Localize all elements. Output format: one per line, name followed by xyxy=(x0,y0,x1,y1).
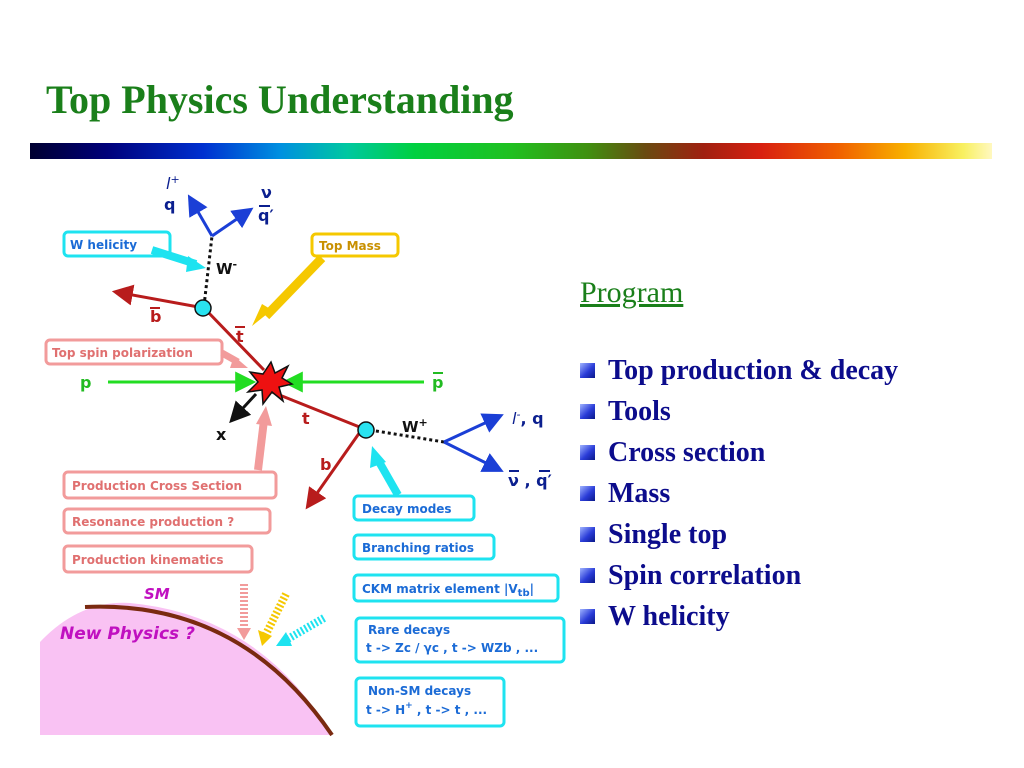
label-nu-top: ν xyxy=(261,183,272,202)
tbar-line xyxy=(204,308,266,372)
production-kinematics-box: Production kinematics xyxy=(62,544,254,574)
decay-modes-arrow xyxy=(374,458,402,497)
square-bullet-icon xyxy=(580,568,595,583)
svg-text:Production Cross Section: Production Cross Section xyxy=(72,479,242,493)
t-decay-vertex xyxy=(357,421,375,439)
label-nubar-qbar-prime: ν , q′ xyxy=(508,471,552,490)
nu-q-line xyxy=(211,207,254,238)
b-line xyxy=(305,431,362,510)
svg-text:Top Mass: Top Mass xyxy=(319,239,381,253)
list-item: Tools xyxy=(580,391,1000,432)
square-bullet-icon xyxy=(580,404,595,419)
program-panel: Program Top production & decay Tools Cro… xyxy=(580,276,1000,637)
svg-text:Production kinematics: Production kinematics xyxy=(72,553,224,567)
label-qbar-prime-top: q′ xyxy=(258,206,274,225)
branching-ratios-box: Branching ratios xyxy=(352,533,496,561)
program-heading: Program xyxy=(580,276,684,309)
list-item: Mass xyxy=(580,473,1000,514)
label-bbar: b xyxy=(150,307,161,326)
w-minus-line xyxy=(202,235,214,307)
svg-text:Rare decays: Rare decays xyxy=(368,623,450,637)
svg-text:Top spin polarization: Top spin polarization xyxy=(52,346,193,360)
svg-text:Resonance production ?: Resonance production ? xyxy=(72,515,234,529)
svg-text:Branching ratios: Branching ratios xyxy=(362,541,474,555)
list-item: Spin correlation xyxy=(580,555,1000,596)
l-plus-line xyxy=(187,194,214,237)
antiproton-label: p xyxy=(432,373,443,392)
production-cross-section-box: Production Cross Section xyxy=(62,470,278,500)
label-b: b xyxy=(320,455,331,474)
top-physics-diagram: SM New Physics ? p p l+ q ν q′ W- b t x … xyxy=(40,173,566,737)
top-spin-polarization-box: Top spin polarization xyxy=(44,338,224,366)
list-item: W helicity xyxy=(580,596,1000,637)
l-minus-line xyxy=(443,413,504,444)
page-title: Top Physics Understanding xyxy=(46,77,514,122)
w-plus-line xyxy=(369,428,445,444)
new-physics-region xyxy=(40,602,332,735)
sm-cyan-arrow xyxy=(283,614,327,644)
top-mass-box: Top Mass xyxy=(310,232,400,258)
decay-modes-box: Decay modes xyxy=(352,494,476,522)
list-item: Top production & decay xyxy=(580,350,1000,391)
collision-star xyxy=(245,360,294,407)
rare-decays-box: Rare decays t -> Zc / γc , t -> WZb , ..… xyxy=(354,616,566,664)
svg-text:Decay modes: Decay modes xyxy=(362,502,452,516)
proton-label: p xyxy=(80,373,91,392)
x-line xyxy=(229,392,258,424)
label-x: x xyxy=(216,425,227,444)
square-bullet-icon xyxy=(580,486,595,501)
label-l-plus: l+ xyxy=(166,173,180,193)
tbar-decay-vertex xyxy=(194,299,212,317)
label-l-minus-q: l-, q xyxy=(512,408,544,428)
list-item: Cross section xyxy=(580,432,1000,473)
svg-text:t -> H+ , t -> t , ...: t -> H+ , t -> t , ... xyxy=(366,701,487,717)
nubar-line xyxy=(443,440,504,472)
square-bullet-icon xyxy=(580,527,595,542)
resonance-production-box: Resonance production ? xyxy=(62,507,272,535)
program-list: Top production & decay Tools Cross secti… xyxy=(580,350,1000,637)
new-physics-label: New Physics ? xyxy=(60,624,195,644)
rainbow-divider xyxy=(30,143,992,159)
ckm-matrix-element-box: CKM matrix element |Vtb| xyxy=(352,573,560,603)
svg-text:CKM matrix element |Vtb|: CKM matrix element |Vtb| xyxy=(362,582,534,599)
production-cross-section-arrow xyxy=(254,419,268,471)
svg-text:t -> Zc / γc , t -> WZb , ...: t -> Zc / γc , t -> WZb , ... xyxy=(366,641,538,655)
label-tbar: t xyxy=(236,327,244,346)
sm-boundary-curve xyxy=(84,604,334,737)
svg-text:Non-SM decays: Non-SM decays xyxy=(368,684,471,698)
sm-gold-arrow xyxy=(262,592,290,636)
label-q-top: q xyxy=(164,195,175,214)
list-item: Single top xyxy=(580,514,1000,555)
top-mass-arrow xyxy=(262,254,326,320)
non-sm-decays-box: Non-SM decays t -> H+ , t -> t , ... xyxy=(354,676,506,728)
svg-text:W helicity: W helicity xyxy=(70,238,137,252)
label-w-plus: W+ xyxy=(402,416,428,436)
square-bullet-icon xyxy=(580,445,595,460)
label-t: t xyxy=(302,409,310,428)
square-bullet-icon xyxy=(580,609,595,624)
t-line xyxy=(271,390,363,430)
w-helicity-box: W helicity xyxy=(62,230,172,258)
bbar-line xyxy=(111,284,205,310)
sm-label: SM xyxy=(144,585,170,603)
label-w-minus: W- xyxy=(216,258,237,278)
square-bullet-icon xyxy=(580,363,595,378)
